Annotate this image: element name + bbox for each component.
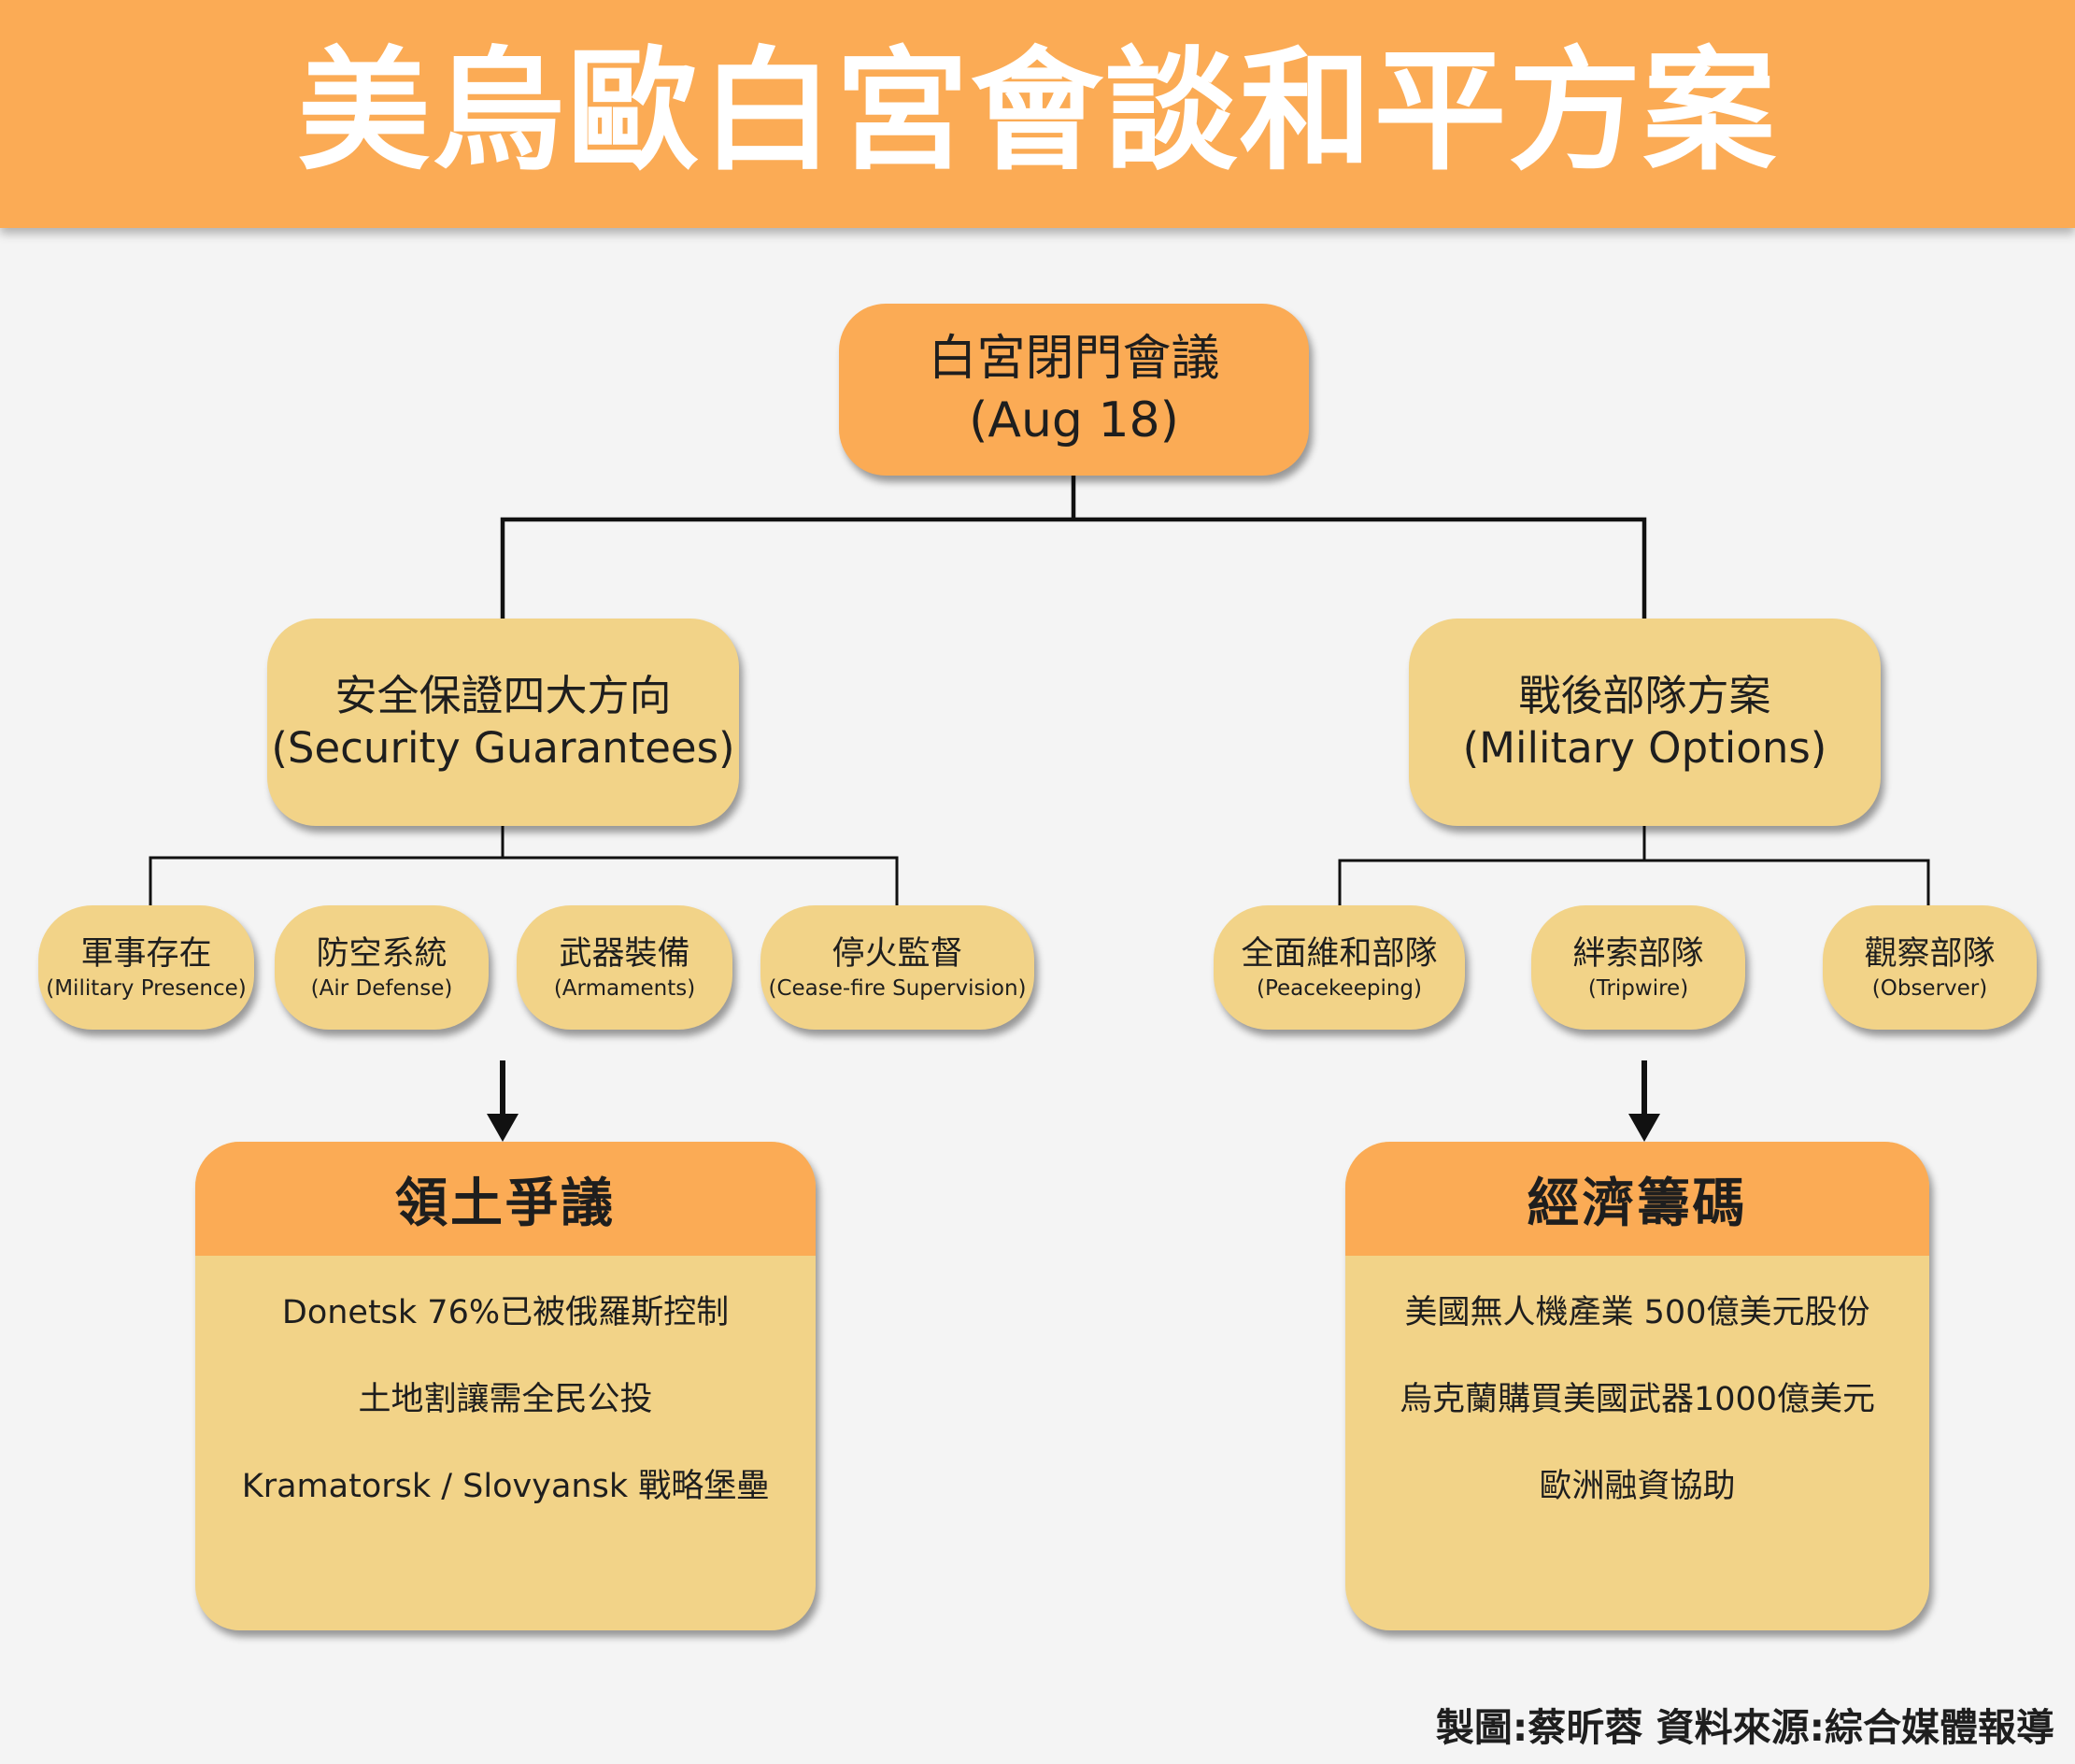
arrowhead-territory — [487, 1114, 519, 1142]
arrowhead-economy — [1628, 1114, 1660, 1142]
military-title: 戰後部隊方案 — [1518, 671, 1771, 720]
leaf-peacekeeping: 全面維和部隊 (Peacekeeping) — [1214, 905, 1465, 1030]
leaf-sublabel: (Tripwire) — [1587, 975, 1689, 1001]
branch-security-guarantees: 安全保證四大方向 (Security Guarantees) — [267, 619, 739, 826]
root-node-white-house-meeting: 白宮閉門會議 (Aug 18) — [839, 304, 1309, 476]
territory-line: 土地割讓需全民公投 — [358, 1381, 653, 1418]
leaf-air-defense: 防空系統 (Air Defense) — [275, 905, 489, 1030]
credit-text: 製圖:蔡昕蓉 資料來源:綜合媒體報導 — [1435, 1705, 2054, 1750]
leaf-label: 防空系統 — [316, 934, 448, 973]
leaf-sublabel: (Peacekeeping) — [1256, 975, 1422, 1001]
leaf-sublabel: (Military Presence) — [46, 975, 247, 1001]
economy-title: 經濟籌碼 — [1345, 1142, 1929, 1256]
territory-line: Donetsk 76%已被俄羅斯控制 — [281, 1294, 730, 1331]
security-subtitle: (Security Guarantees) — [271, 723, 735, 773]
leaf-sublabel: (Air Defense) — [310, 975, 453, 1001]
leaf-observer: 觀察部隊 (Observer) — [1823, 905, 2037, 1030]
leaf-label: 軍事存在 — [80, 934, 212, 973]
root-date: (Aug 18) — [969, 392, 1179, 448]
territory-title: 領土爭議 — [195, 1142, 816, 1256]
economy-line: 美國無人機產業 500億美元股份 — [1404, 1294, 1870, 1331]
leaf-sublabel: (Observer) — [1871, 975, 1988, 1001]
leaf-label: 停火監督 — [831, 934, 963, 973]
leaf-sublabel: (Armaments) — [553, 975, 696, 1001]
branch-military-options: 戰後部隊方案 (Military Options) — [1409, 619, 1881, 826]
economy-line: 歐洲融資協助 — [1539, 1468, 1736, 1505]
security-connector — [149, 826, 899, 905]
root-connector — [500, 476, 1647, 619]
leaf-label: 觀察部隊 — [1864, 934, 1996, 973]
economic-leverage-box: 經濟籌碼 美國無人機產業 500億美元股份 烏克蘭購買美國武器1000億美元 歐… — [1345, 1142, 1929, 1630]
military-connector — [1338, 826, 1930, 905]
header-banner: 美烏歐白宮會談和平方案 — [0, 0, 2075, 228]
security-title: 安全保證四大方向 — [334, 671, 672, 720]
territory-line: Kramatorsk / Slovyansk 戰略堡壘 — [241, 1468, 770, 1505]
leaf-sublabel: (Cease-fire Supervision) — [768, 975, 1027, 1001]
leaf-label: 武器裝備 — [559, 934, 690, 973]
leaf-tripwire: 絆索部隊 (Tripwire) — [1531, 905, 1745, 1030]
leaf-armaments: 武器裝備 (Armaments) — [517, 905, 732, 1030]
leaf-label: 絆索部隊 — [1572, 934, 1704, 973]
page-title: 美烏歐白宮會談和平方案 — [297, 34, 1778, 189]
root-title: 白宮閉門會議 — [928, 331, 1220, 387]
economy-line: 烏克蘭購買美國武器1000億美元 — [1399, 1381, 1876, 1418]
leaf-military-presence: 軍事存在 (Military Presence) — [38, 905, 254, 1030]
leaf-label: 全面維和部隊 — [1241, 934, 1438, 973]
territory-dispute-box: 領土爭議 Donetsk 76%已被俄羅斯控制 土地割讓需全民公投 Kramat… — [195, 1142, 816, 1630]
military-subtitle: (Military Options) — [1462, 723, 1827, 773]
leaf-ceasefire-supervision: 停火監督 (Cease-fire Supervision) — [760, 905, 1034, 1030]
